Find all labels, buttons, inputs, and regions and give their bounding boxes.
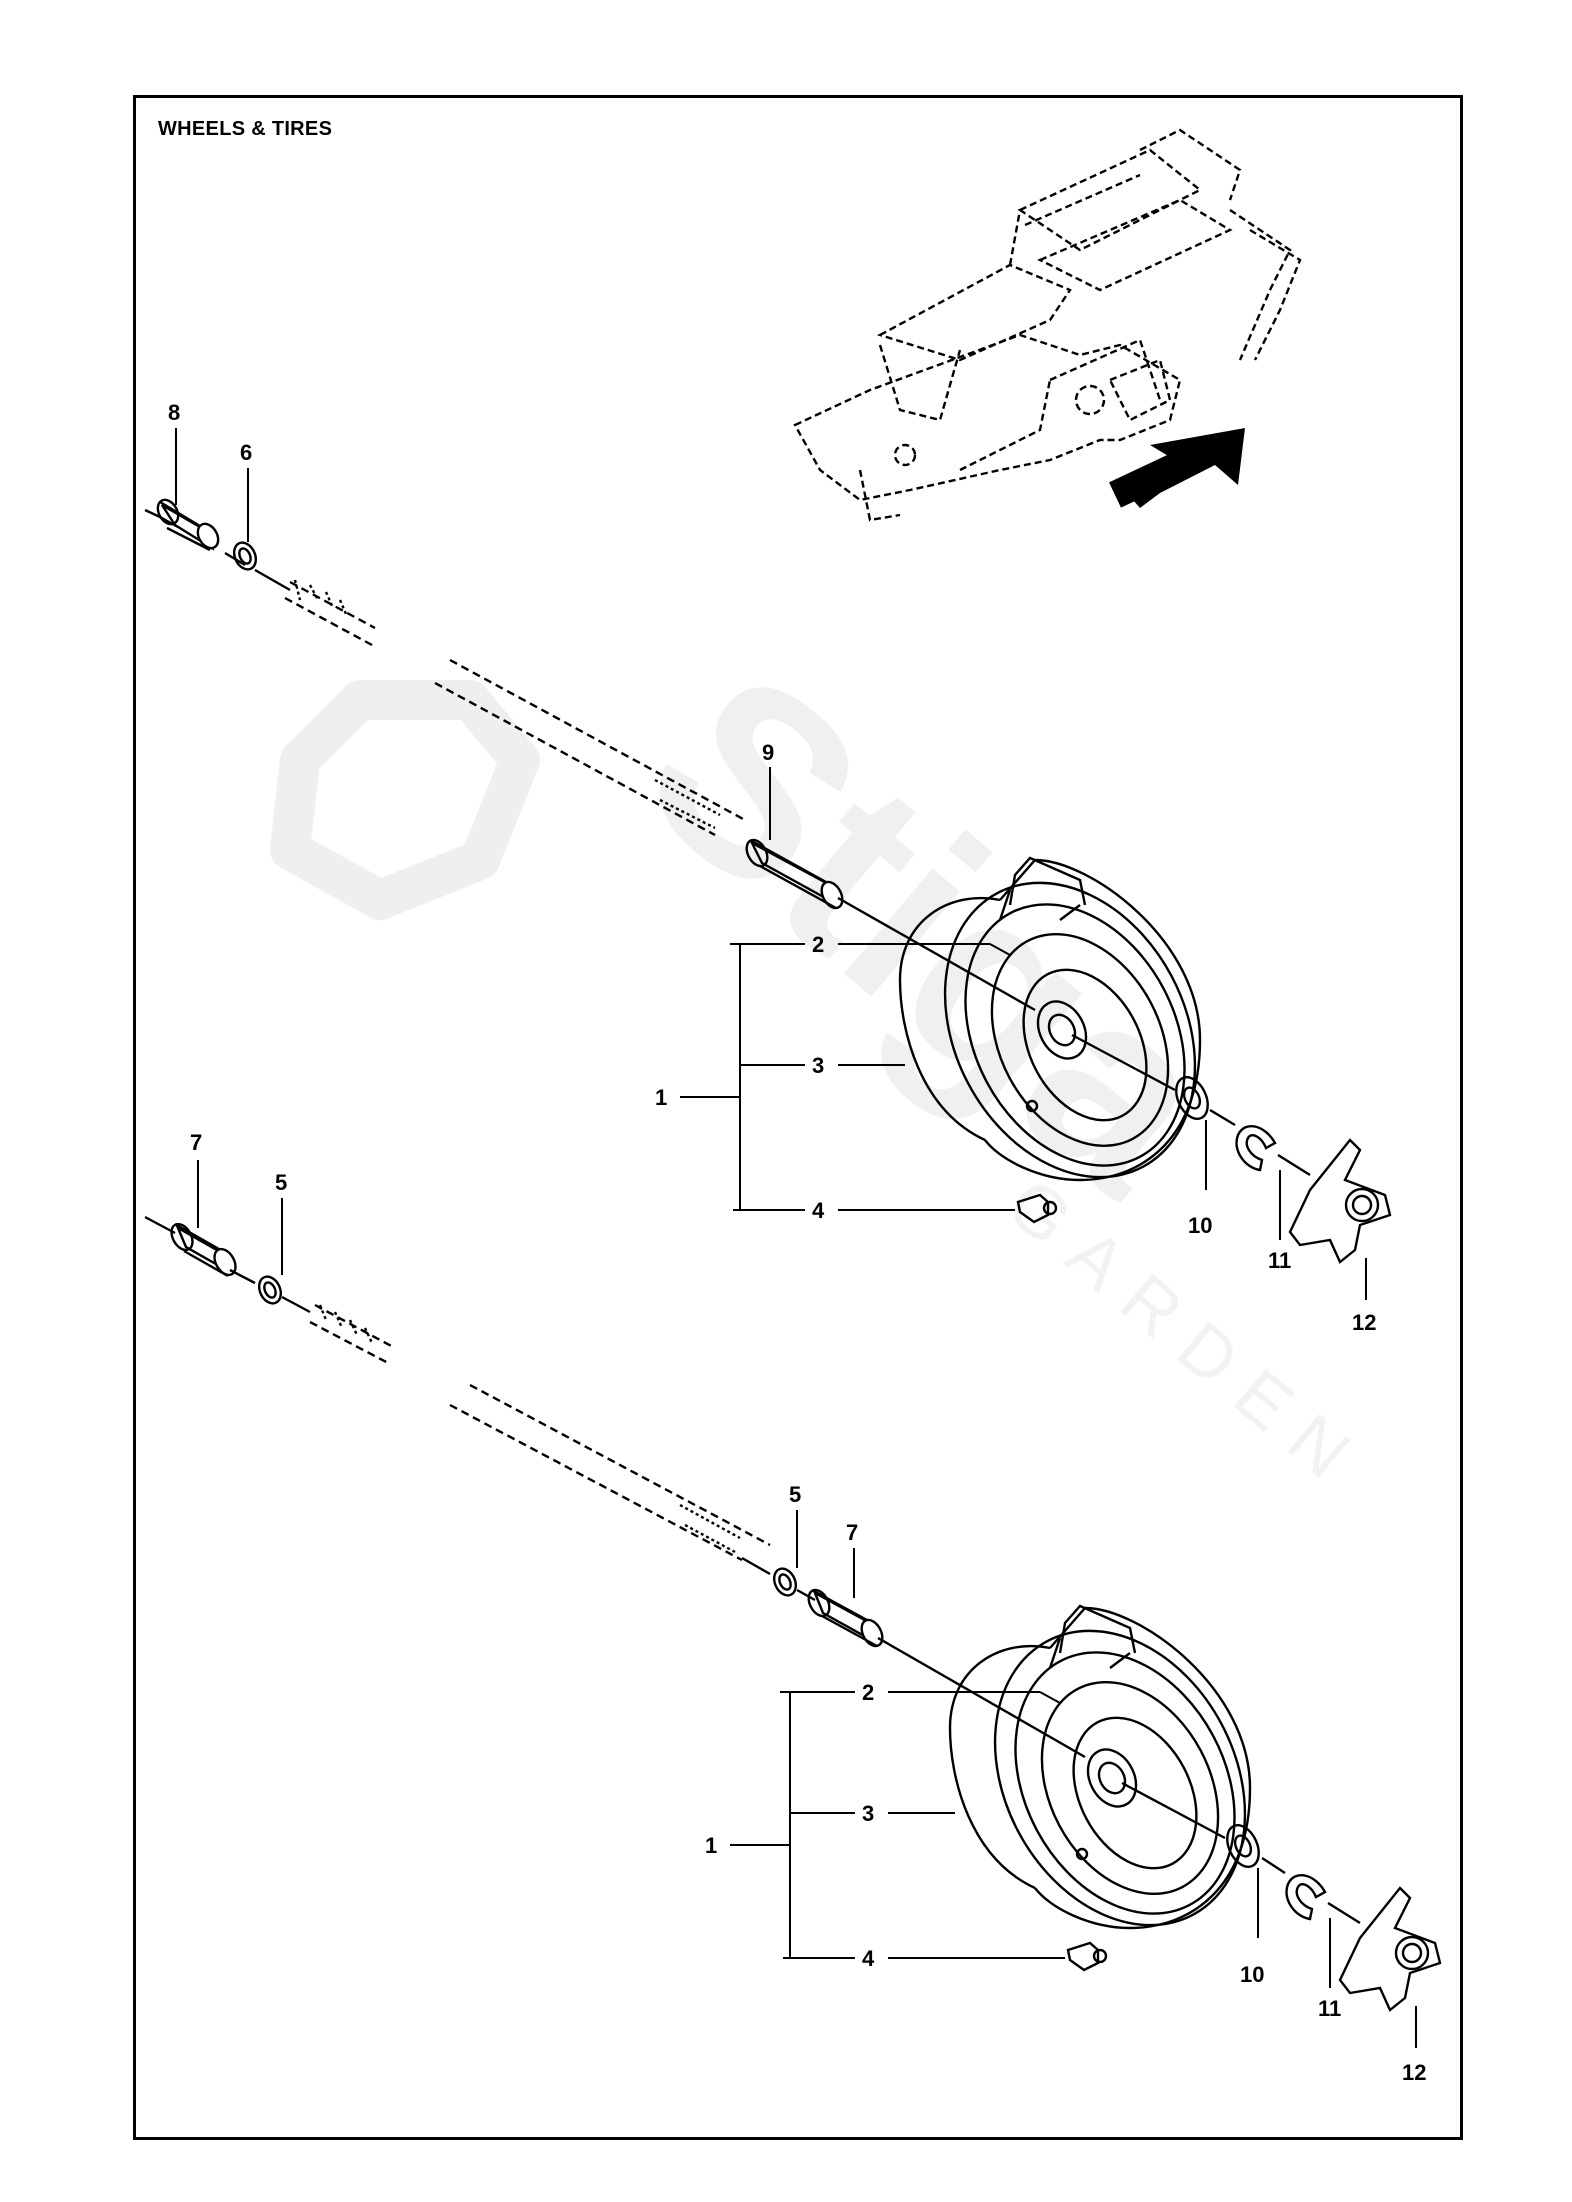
upper-axle-assembly — [144, 498, 1392, 1264]
washer-10 — [1175, 1076, 1209, 1120]
washer-6 — [232, 541, 258, 571]
clip-11 — [1235, 1124, 1277, 1172]
callout-upper-2: 2 — [812, 932, 824, 957]
callout-lower-7: 7 — [846, 1520, 858, 1545]
diagram-frame — [133, 95, 1463, 2140]
mid-axle-parts — [144, 1215, 771, 1562]
callout-upper-8: 8 — [168, 400, 180, 425]
callout-lower-3: 3 — [862, 1801, 874, 1826]
callout-upper-1: 1 — [655, 1085, 667, 1110]
spacer-9 — [745, 838, 844, 910]
lower-axle-assembly — [741, 1556, 1442, 2012]
callout-lower-2: 2 — [862, 1680, 874, 1705]
callout-upper-10: 10 — [1188, 1213, 1212, 1238]
wheel-lower — [948, 1604, 1252, 1930]
callout-upper-3: 3 — [812, 1053, 824, 1078]
callout-lower-12: 12 — [1402, 2060, 1426, 2085]
callout-mid-7: 7 — [190, 1130, 202, 1155]
callout-lower-5: 5 — [789, 1482, 801, 1507]
washer-10-lower — [1226, 1824, 1260, 1868]
wheel-upper — [898, 856, 1202, 1182]
watermark-sub: GARDEN — [992, 1164, 1381, 1508]
spacer-7-lower — [807, 1588, 884, 1648]
callout-mid-5: 5 — [275, 1170, 287, 1195]
watermark-logo-icon — [270, 680, 540, 920]
direction-arrow-shaft — [1109, 442, 1206, 508]
tractor-chassis-thumbnail — [793, 128, 1302, 522]
valve-pin-4 — [1016, 1193, 1050, 1224]
hub-cap-12-lower — [1338, 1886, 1442, 2012]
callout-upper-9: 9 — [762, 740, 774, 765]
hub-cap-12 — [1288, 1138, 1392, 1264]
washer-5-lower — [772, 1567, 798, 1597]
clip-11-lower — [1285, 1873, 1327, 1921]
spacer-7 — [170, 1222, 237, 1278]
lower-callout-leaders — [730, 1510, 1417, 2048]
mid-callout-leaders — [197, 1160, 283, 1275]
callout-upper-11: 11 — [1268, 1248, 1291, 1273]
spacer-8 — [156, 498, 220, 552]
callout-upper-12: 12 — [1352, 1310, 1376, 1335]
callout-lower-4: 4 — [862, 1946, 875, 1971]
diagram-title: WHEELS & TIRES — [158, 118, 333, 140]
callout-upper-4: 4 — [812, 1198, 825, 1223]
axle-shaft-dashed — [284, 580, 376, 647]
valve-pin-4-lower — [1066, 1941, 1100, 1972]
callout-upper-6: 6 — [240, 440, 252, 465]
watermark-brand: Stiga — [595, 616, 1270, 1248]
callout-lower-11: 11 — [1318, 1996, 1341, 2021]
upper-callout-leaders — [175, 428, 1367, 1300]
callout-lower-1: 1 — [705, 1833, 717, 1858]
watermark: Stiga GARDEN — [270, 616, 1381, 1508]
callout-lower-10: 10 — [1240, 1962, 1264, 1987]
washer-5 — [257, 1275, 283, 1305]
